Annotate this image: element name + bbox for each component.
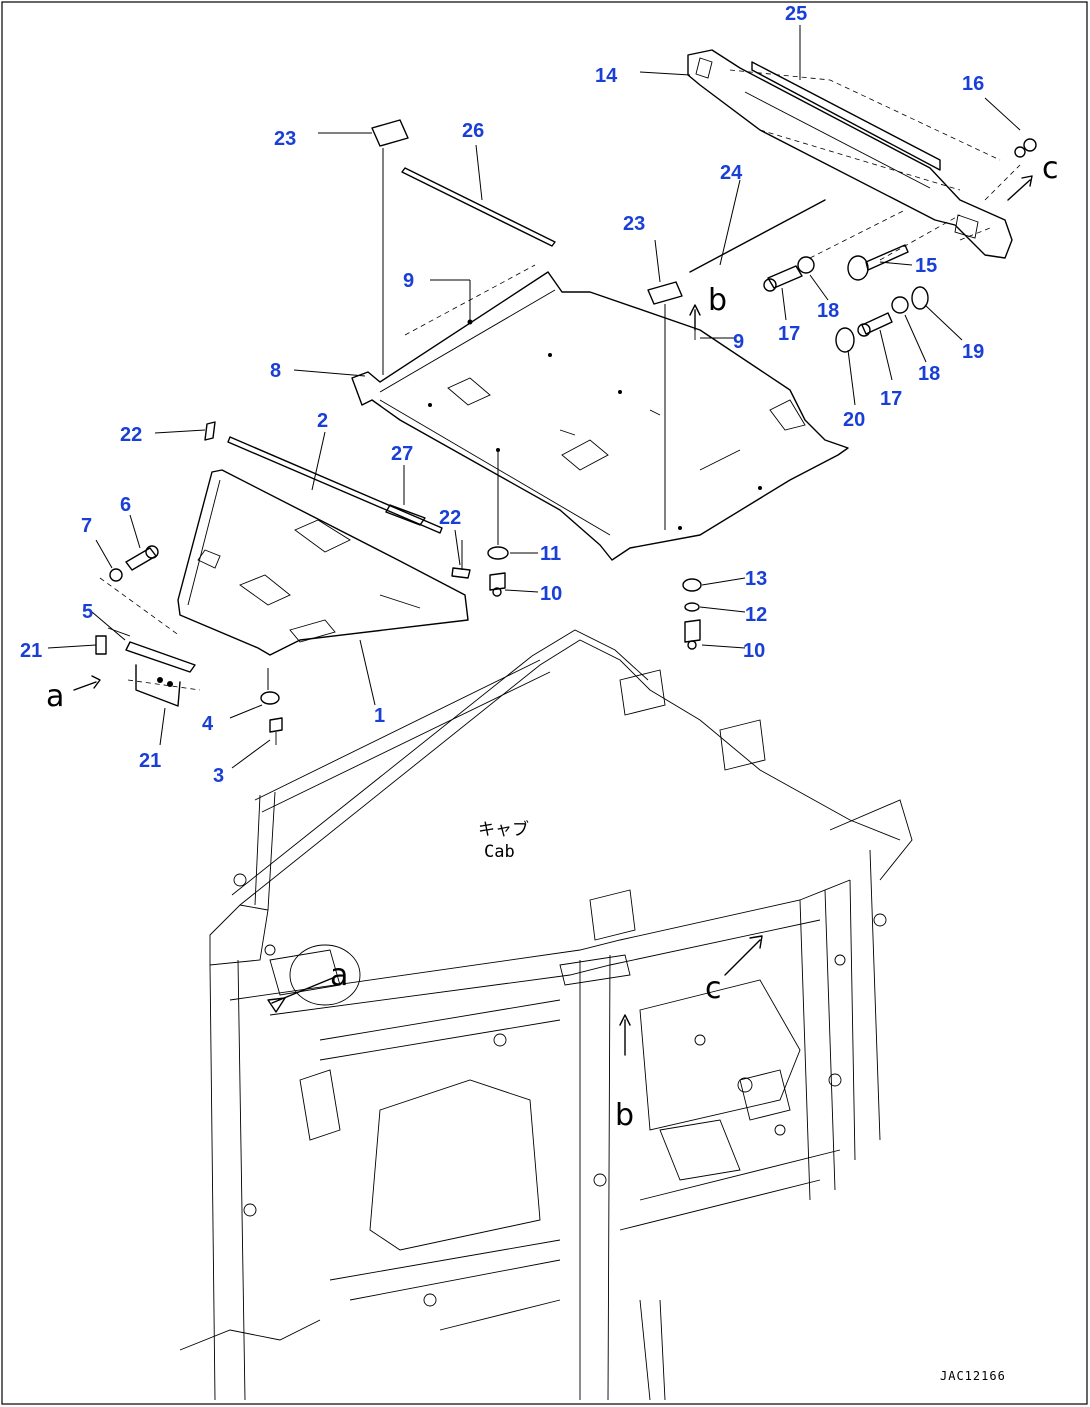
washer-19 — [911, 286, 929, 310]
ref-b-part: b — [708, 283, 727, 318]
cab-label-jp: キャブ — [478, 819, 529, 840]
nut-16 — [1014, 138, 1037, 158]
nut-7 — [109, 568, 123, 582]
washer-12 — [684, 602, 700, 612]
hinge-5 — [95, 627, 196, 707]
callout-23-left: 23 — [274, 128, 296, 150]
nut-13 — [682, 578, 702, 592]
callout-14: 14 — [595, 65, 618, 87]
nut-18-low — [891, 296, 909, 314]
callout-22-left: 22 — [120, 424, 142, 446]
seal-strip-2 — [227, 436, 443, 534]
cap-20 — [835, 327, 855, 353]
washer-4 — [260, 691, 280, 705]
callout-10-left: 10 — [540, 583, 562, 605]
callout-7: 7 — [81, 515, 92, 537]
callout-21-left: 21 — [20, 640, 42, 662]
rod-24 — [689, 199, 826, 273]
seal-strip-26 — [401, 167, 556, 247]
callout-17-top: 17 — [778, 323, 800, 345]
callout-3: 3 — [213, 765, 224, 787]
clip-22-top — [204, 421, 216, 441]
clip-27 — [385, 504, 426, 526]
callout-22-right: 22 — [439, 507, 461, 529]
callout-13: 13 — [745, 568, 767, 590]
callout-9-top: 9 — [403, 270, 414, 292]
pad-23-right — [647, 281, 683, 305]
cab-frame — [179, 629, 913, 1401]
callout-1: 1 — [374, 705, 385, 727]
rear-cover-panel — [687, 49, 1013, 259]
callout-18-top: 18 — [817, 300, 839, 322]
ref-a-cab: a — [330, 958, 348, 993]
ref-c-part: c — [1042, 151, 1059, 186]
bolt-10-right — [684, 619, 701, 650]
callout-16: 16 — [962, 73, 984, 95]
ref-a-part: a — [46, 679, 64, 714]
callout-9-right: 9 — [733, 331, 744, 353]
callout-10-right: 10 — [743, 640, 765, 662]
pad-23-left — [371, 119, 409, 147]
callout-4: 4 — [202, 713, 214, 735]
callout-2: 2 — [317, 410, 328, 432]
callout-12: 12 — [745, 604, 767, 626]
callout-17-low: 17 — [880, 388, 902, 410]
callout-20: 20 — [843, 409, 865, 431]
reference-letters: a b c a b c — [46, 151, 1059, 1133]
callout-8: 8 — [270, 360, 281, 382]
callout-25: 25 — [785, 3, 807, 25]
callout-27: 27 — [391, 443, 413, 465]
callout-21-bottom: 21 — [139, 750, 161, 772]
ref-c-cab: c — [705, 971, 722, 1006]
ceiling-panel-8 — [351, 264, 849, 561]
arrow-b-part — [689, 304, 701, 331]
screw-3 — [269, 717, 283, 745]
callout-23-right: 23 — [623, 213, 645, 235]
cab-label-en: Cab — [484, 842, 515, 862]
clip-22-side — [451, 567, 471, 579]
arrow-a-part — [73, 675, 101, 691]
seal-strip-25 — [751, 61, 941, 171]
bolt-17-top — [763, 265, 803, 292]
callout-6: 6 — [120, 494, 131, 516]
callout-26: 26 — [462, 120, 484, 142]
bolt-10-left — [489, 572, 506, 597]
front-panel-1 — [177, 469, 469, 656]
callout-19: 19 — [962, 341, 984, 363]
washer-11 — [487, 546, 509, 560]
hinge-guide — [99, 577, 201, 691]
screw-6 — [125, 545, 159, 571]
leader-lines — [47, 25, 1021, 769]
bolt-17-low — [857, 312, 893, 337]
nut-18-top — [797, 256, 815, 274]
arrow-c-part — [1007, 175, 1033, 201]
ref-b-cab: b — [615, 1098, 634, 1133]
callout-18-low: 18 — [918, 363, 940, 385]
knob-15 — [847, 244, 909, 281]
callout-11: 11 — [540, 543, 561, 565]
callout-24: 24 — [720, 162, 743, 184]
callout-labels: 1 2 3 4 5 6 7 8 9 9 10 10 11 12 13 14 15… — [20, 3, 984, 787]
callout-5: 5 — [82, 601, 93, 623]
drawing-code: JAC12166 — [940, 1369, 1006, 1383]
callout-15: 15 — [915, 255, 937, 277]
